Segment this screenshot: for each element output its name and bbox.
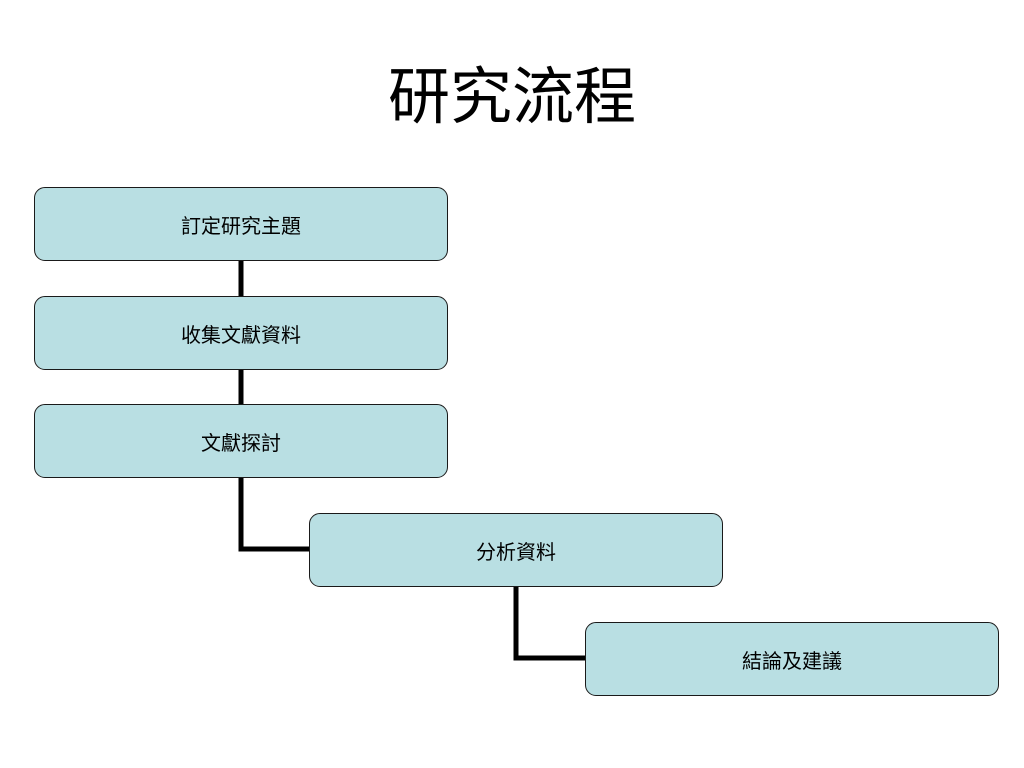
step-conclusion[interactable]: 結論及建議 [585,622,999,696]
step-analyze-data[interactable]: 分析資料 [309,513,723,587]
slide-title: 研究流程 [387,60,636,133]
step-label: 文獻探討 [201,430,281,455]
step-collect-literature[interactable]: 收集文獻資料 [34,296,448,370]
step-label: 分析資料 [476,539,556,564]
step-label: 結論及建議 [742,648,842,673]
step-label: 收集文獻資料 [181,322,301,347]
connector-step4-step5 [513,587,585,661]
step-label: 訂定研究主題 [181,213,301,238]
step-literature-review[interactable]: 文獻探討 [34,404,448,478]
step-define-topic[interactable]: 訂定研究主題 [34,187,448,261]
connector-step3-step4 [238,478,309,552]
